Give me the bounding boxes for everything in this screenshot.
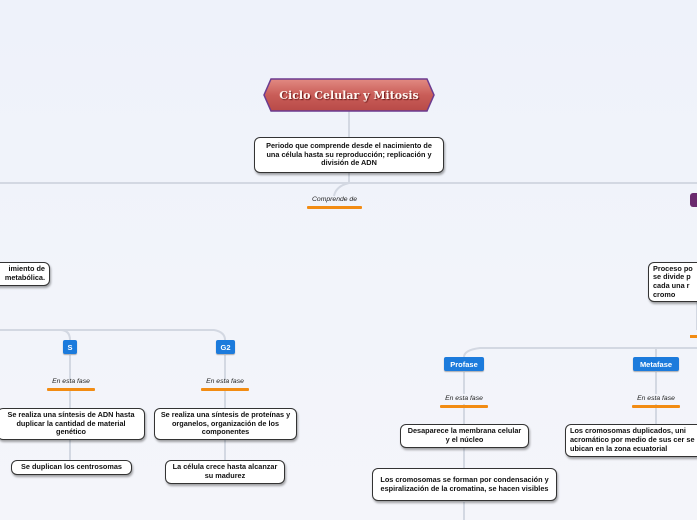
profase-detail-2-text: Los cromosomas se forman por condensació… [380,474,549,493]
g2-detail-1-text: Se realiza una síntesis de proteínas y o… [160,409,291,437]
s-phase-label-text: En esta fase [52,378,90,385]
connector-left-s [0,329,71,341]
g2-detail-2-node[interactable]: La célula crece hasta alcanzar su madure… [165,460,285,484]
s-detail-2-node[interactable]: Se duplican los centrosomas [11,460,132,475]
profase-underline [440,405,488,408]
profase-detail-2-node[interactable]: Los cromosomas se forman por condensació… [372,468,557,501]
comprende-de-underline [307,206,362,209]
metafase-underline [632,405,680,408]
definition-node[interactable]: Periodo que comprende desde el nacimient… [254,137,444,173]
s-phase-underline [47,388,95,391]
left-partial-text: imiento de metabólica. [4,264,45,282]
phase-s-tag[interactable]: S [63,340,77,354]
metafase-detail-1-text: Los cromosomas duplicados, uni acromátic… [570,426,695,453]
profase-text: Profase [450,359,478,369]
profase-tag[interactable]: Profase [444,357,484,371]
comprende-de-label: Comprende de [307,196,362,209]
right-partial-node[interactable]: Proceso po se divide p cada una r cromo [648,262,697,302]
s-detail-2-text: Se duplican los centrosomas [21,462,122,472]
g2-phase-label-text: En esta fase [206,378,244,385]
g2-phase-underline [201,388,249,391]
metafase-detail-1-node[interactable]: Los cromosomas duplicados, uni acromátic… [565,424,697,457]
metafase-label: En esta fase [632,395,680,408]
connector-spine-comprende [333,182,350,197]
comprende-de-text: Comprende de [312,196,357,203]
g2-detail-1-node[interactable]: Se realiza una síntesis de proteínas y o… [154,408,297,440]
right-partial-underline [690,335,697,338]
s-detail-1-text: Se realiza una síntesis de ADN hasta dup… [7,409,135,437]
definition-text: Periodo que comprende desde el nacimient… [266,140,432,168]
phase-g2-text: G2 [220,342,231,352]
purple-square-icon[interactable] [690,193,697,207]
phase-g2-tag[interactable]: G2 [216,340,235,354]
s-phase-label: En esta fase [47,378,95,391]
root-node-title[interactable]: Ciclo Celular y Mitosis [279,88,419,102]
left-partial-node[interactable]: imiento de metabólica. [0,262,50,286]
phase-s-text: S [67,342,73,352]
g2-detail-2-text: La célula crece hasta alcanzar su madure… [172,462,278,480]
right-partial-text: Proceso po se divide p cada una r cromo [653,263,693,299]
metafase-tag[interactable]: Metafase [633,357,679,371]
connector-right-profase [463,347,697,358]
metafase-text: Metafase [639,359,673,369]
profase-label: En esta fase [440,395,488,408]
profase-detail-1-text: Desaparece la membrana celular y el núcl… [407,426,522,444]
s-detail-1-node[interactable]: Se realiza una síntesis de ADN hasta dup… [0,408,145,440]
profase-label-text: En esta fase [445,395,483,402]
profase-detail-1-node[interactable]: Desaparece la membrana celular y el núcl… [400,424,529,448]
metafase-label-text: En esta fase [637,395,675,402]
g2-phase-label: En esta fase [201,378,249,391]
connector-left-g2 [60,329,226,341]
